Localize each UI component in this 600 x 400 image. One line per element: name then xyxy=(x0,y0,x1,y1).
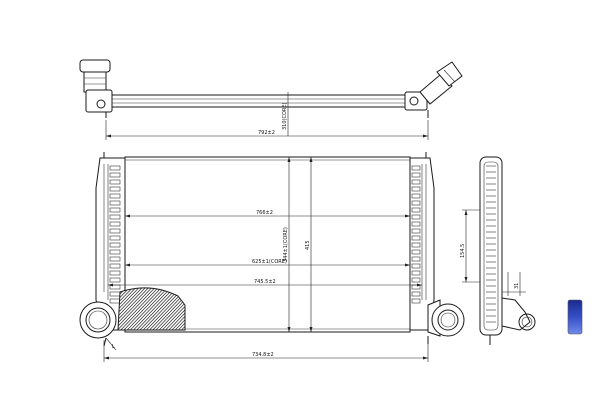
dimension-depth: 31 xyxy=(502,272,526,296)
dim-label-core-height: 344±1(CORE) xyxy=(283,227,289,262)
dimension-core: 625±1(CORE) xyxy=(125,259,410,267)
side-view-tank xyxy=(479,156,503,336)
tank-fin xyxy=(411,277,421,283)
color-swatch xyxy=(567,299,583,335)
hatch-line xyxy=(189,282,237,332)
tank-fin xyxy=(411,186,421,192)
front-view-right-outlet-pipe xyxy=(427,299,465,344)
front-view-left-inlet-pipe: L xyxy=(79,301,117,351)
tank-fin xyxy=(109,256,121,262)
tank-fin xyxy=(411,221,421,227)
hatch-line xyxy=(118,287,142,330)
dim-label-depth: 31 xyxy=(514,283,520,289)
hatch-line xyxy=(118,287,161,330)
dimension-mount: 154.5 xyxy=(460,209,480,283)
tank-fin xyxy=(411,193,421,199)
hatch-line xyxy=(147,287,185,330)
dim-label-total-width: 734.8±2 xyxy=(252,352,274,358)
tank-fin xyxy=(411,242,421,248)
hatch-line xyxy=(182,287,185,330)
tank-fin xyxy=(411,207,421,213)
tank-fin xyxy=(109,235,121,241)
dimension-top-core: 310(CORE) xyxy=(282,92,289,136)
hatch-line xyxy=(118,287,145,330)
hatch-line xyxy=(153,287,185,330)
tank-fin xyxy=(109,263,121,269)
hatch-line xyxy=(192,282,240,332)
dim-label-top-core: 310(CORE) xyxy=(282,102,288,130)
tank-fin xyxy=(109,200,121,206)
dimension-height: 415 xyxy=(305,157,313,332)
top-view-tube xyxy=(109,94,421,108)
tank-fin xyxy=(411,291,421,297)
front-view: L 766±2 625±1(CORE) 745.5±2 xyxy=(79,152,465,362)
dim-label-overall: 792±2 xyxy=(258,130,275,136)
top-view-right-outlet xyxy=(404,61,463,118)
hatch-line xyxy=(163,287,185,330)
tank-fin xyxy=(109,207,121,213)
hatch-line xyxy=(169,287,185,330)
hatch-line xyxy=(118,287,148,330)
tank-fin xyxy=(109,165,121,171)
tank-fin xyxy=(109,228,121,234)
tank-fin xyxy=(411,235,421,241)
tank-fin xyxy=(109,242,121,248)
dimension-inner: 745.5±2 xyxy=(108,279,422,287)
hatch-line xyxy=(118,287,136,330)
tank-fin xyxy=(109,277,121,283)
dimension-core-width: 766±2 xyxy=(125,210,410,218)
hatch-line xyxy=(179,287,185,330)
hatch-line xyxy=(118,287,155,330)
tank-fin xyxy=(411,200,421,206)
hatch-line xyxy=(118,287,164,330)
tank-fin xyxy=(411,214,421,220)
side-view: 154.5 31 xyxy=(460,156,536,345)
tank-fin xyxy=(109,221,121,227)
tank-fin xyxy=(411,228,421,234)
dimension-total-width: 734.8±2 xyxy=(103,340,429,362)
tank-fin xyxy=(411,249,421,255)
hatch-line xyxy=(156,287,185,330)
tank-fin xyxy=(411,263,421,269)
front-view-hatched-bracket xyxy=(117,282,244,332)
dim-label-mount: 154.5 xyxy=(460,244,466,258)
tank-fin xyxy=(411,179,421,185)
front-view-right-tank xyxy=(409,152,435,331)
hatch-line xyxy=(172,287,185,330)
tank-fin xyxy=(109,193,121,199)
tank-fin xyxy=(411,270,421,276)
tank-fin xyxy=(109,179,121,185)
top-view-left-inlet xyxy=(79,59,113,118)
tank-fin xyxy=(109,270,121,276)
top-view: 792±2 310(CORE) xyxy=(79,59,463,140)
tank-fin xyxy=(109,186,121,192)
hatch-line xyxy=(160,287,185,330)
hatch-line xyxy=(118,287,168,330)
hatch-line xyxy=(166,287,185,330)
dim-label-core-width: 766±2 xyxy=(256,210,273,216)
hatch-line xyxy=(118,287,158,330)
hatch-line xyxy=(118,287,152,330)
tank-fin xyxy=(109,214,121,220)
hatch-line xyxy=(186,282,234,332)
tank-fin xyxy=(109,172,121,178)
tank-fin xyxy=(411,165,421,171)
dim-label-core: 625±1(CORE) xyxy=(252,259,287,265)
tank-fin xyxy=(411,172,421,178)
dimension-overall-length: 792±2 xyxy=(105,120,429,140)
tank-fin xyxy=(411,256,421,262)
hatch-line xyxy=(121,287,171,330)
hatch-line xyxy=(150,287,185,330)
tank-fin xyxy=(109,249,121,255)
front-view-left-tank xyxy=(95,152,126,331)
dim-label-inner: 745.5±2 xyxy=(254,279,276,285)
hatch-line xyxy=(196,282,244,332)
hatch-line xyxy=(176,287,185,330)
dim-label-height: 415 xyxy=(305,240,311,250)
hatch-line xyxy=(118,287,139,330)
tank-fin xyxy=(411,298,421,304)
dimension-core-height: 344±1(CORE) xyxy=(283,157,291,332)
angle-label: L xyxy=(112,344,115,350)
